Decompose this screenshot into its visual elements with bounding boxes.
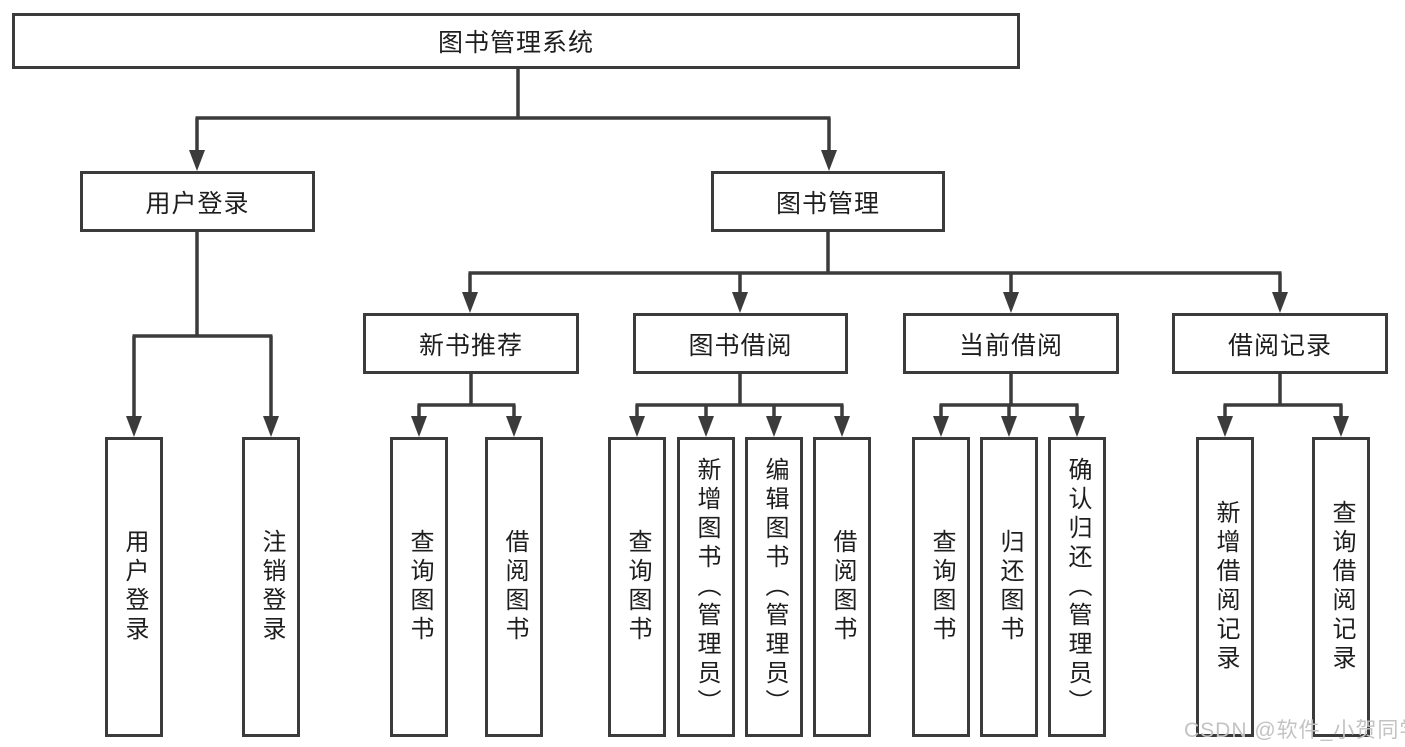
leaf-borrow-books-recommend: 借阅图书 <box>485 437 543 737</box>
leaf-borrow-books-borrowing: 借阅图书 <box>813 437 871 737</box>
leaf-add-borrow-record: 新增借阅记录 <box>1196 437 1254 737</box>
leaf-add-books-admin: 新增图书（管理员） <box>677 437 735 737</box>
leaf-query-books-recommend: 查询图书 <box>390 437 448 737</box>
leaf-query-books-borrowing: 查询图书 <box>608 437 666 737</box>
leaf-logout: 注销登录 <box>242 437 300 737</box>
leaf-return-books: 归还图书 <box>980 437 1038 737</box>
arrowheads <box>126 150 1349 437</box>
leaf-confirm-return-admin: 确认归还（管理员） <box>1048 437 1106 737</box>
leaf-user-login: 用户登录 <box>105 437 163 737</box>
node-current-borrowing: 当前借阅 <box>903 313 1119 374</box>
csdn-watermark: CSDN @软件_小贺同学 <box>1184 719 1405 742</box>
node-library-management-system: 图书管理系统 <box>12 13 1020 69</box>
node-new-book-recommendation: 新书推荐 <box>363 313 579 374</box>
node-book-borrowing: 图书借阅 <box>633 313 848 374</box>
node-book-management: 图书管理 <box>711 171 945 232</box>
node-user-login: 用户登录 <box>80 171 315 232</box>
leaf-query-borrow-record: 查询借阅记录 <box>1312 437 1370 737</box>
leaf-query-books-current: 查询图书 <box>912 437 970 737</box>
node-borrowing-records: 借阅记录 <box>1172 313 1388 374</box>
leaf-edit-books-admin: 编辑图书（管理员） <box>745 437 803 737</box>
